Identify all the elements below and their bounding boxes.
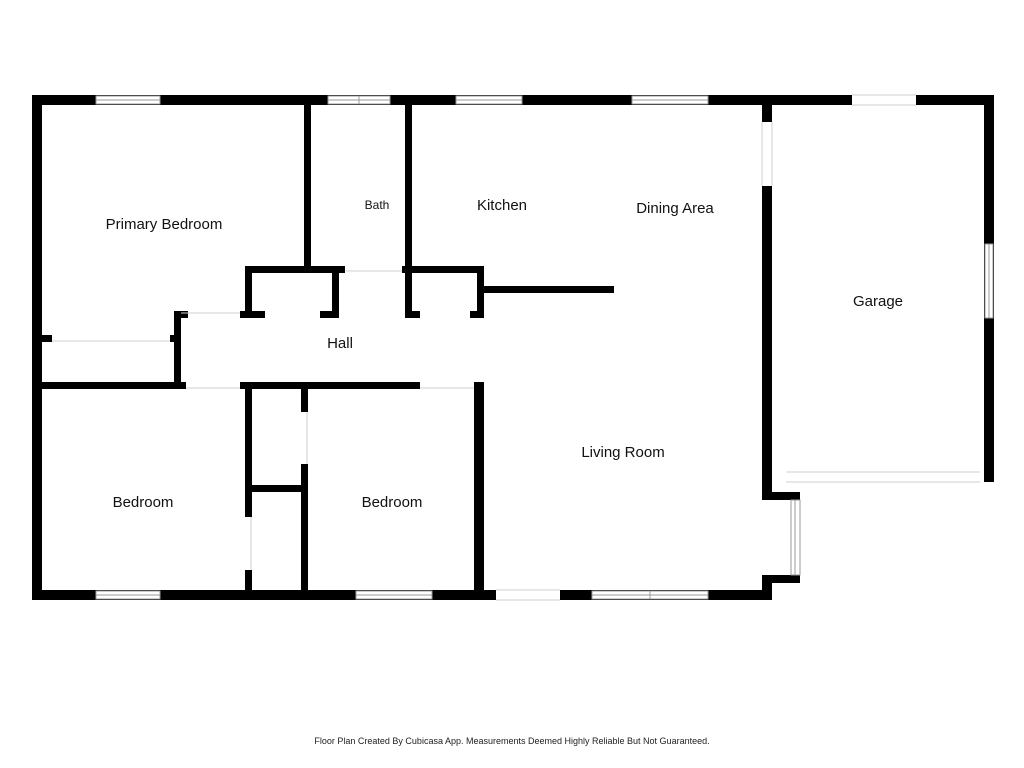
wall-closet-b-bottom-l [405,311,420,318]
wall-left-closet-right-low [301,464,308,595]
wall-bay-top [762,492,800,500]
door-garage-entry [762,122,772,186]
door-openings [52,94,980,601]
wall-garage-left [762,95,772,500]
wall-left-closet-left [245,382,252,517]
wall-closet-a-left [245,266,252,318]
wall-closet-top-right [402,266,484,273]
wall-closet-top-left [245,266,345,273]
label-living-room: Living Room [581,444,664,461]
wall-kitchen-peninsula [484,286,614,293]
wall-bedroom-mid-top [240,382,420,389]
wall-closet-a-bottom-r [320,311,339,318]
wall-closet-a-right [332,266,339,318]
room-labels: Primary Bedroom Bath Kitchen Dining Area… [106,197,903,511]
wall-left-closet-right-top [301,382,308,412]
wall-closet-b-bottom-r [470,311,484,318]
door-garage-overhead [786,472,980,482]
label-bedroom-middle: Bedroom [362,494,423,511]
wall-bay-bottom [762,575,800,583]
label-hall: Hall [327,335,353,352]
label-dining-area: Dining Area [636,200,714,217]
label-primary-bedroom: Primary Bedroom [106,216,223,233]
windows [95,95,994,600]
interior-walls [42,100,614,595]
door-garage-top [852,95,916,105]
wall-bedroom-mid-right [474,382,484,595]
wall-bottom-right-stub [762,575,772,600]
label-bedroom-left: Bedroom [113,494,174,511]
wall-closet-b-left [405,266,412,318]
wall-bath-kitchen [405,100,412,270]
wall-hall-left [174,311,181,389]
wall-top-main [32,95,772,105]
wall-closet-a-bottom-l [240,311,265,318]
wall-left-closet-left-low [245,570,252,595]
label-garage: Garage [853,293,903,310]
wall-closet-b-right [477,266,484,318]
wall-primary-closet-left [42,335,52,342]
wall-primary-bath [304,100,311,270]
label-bath: Bath [365,198,390,212]
wall-left-closet-shelf [245,485,308,492]
door-front [496,590,560,600]
footer-disclaimer: Floor Plan Created By Cubicasa App. Meas… [314,736,710,746]
label-kitchen: Kitchen [477,197,527,214]
wall-left [32,95,42,600]
wall-hall-left-cap [174,311,188,318]
wall-bedroom-left-top [42,382,186,389]
wall-primary-closet-right [170,335,181,342]
